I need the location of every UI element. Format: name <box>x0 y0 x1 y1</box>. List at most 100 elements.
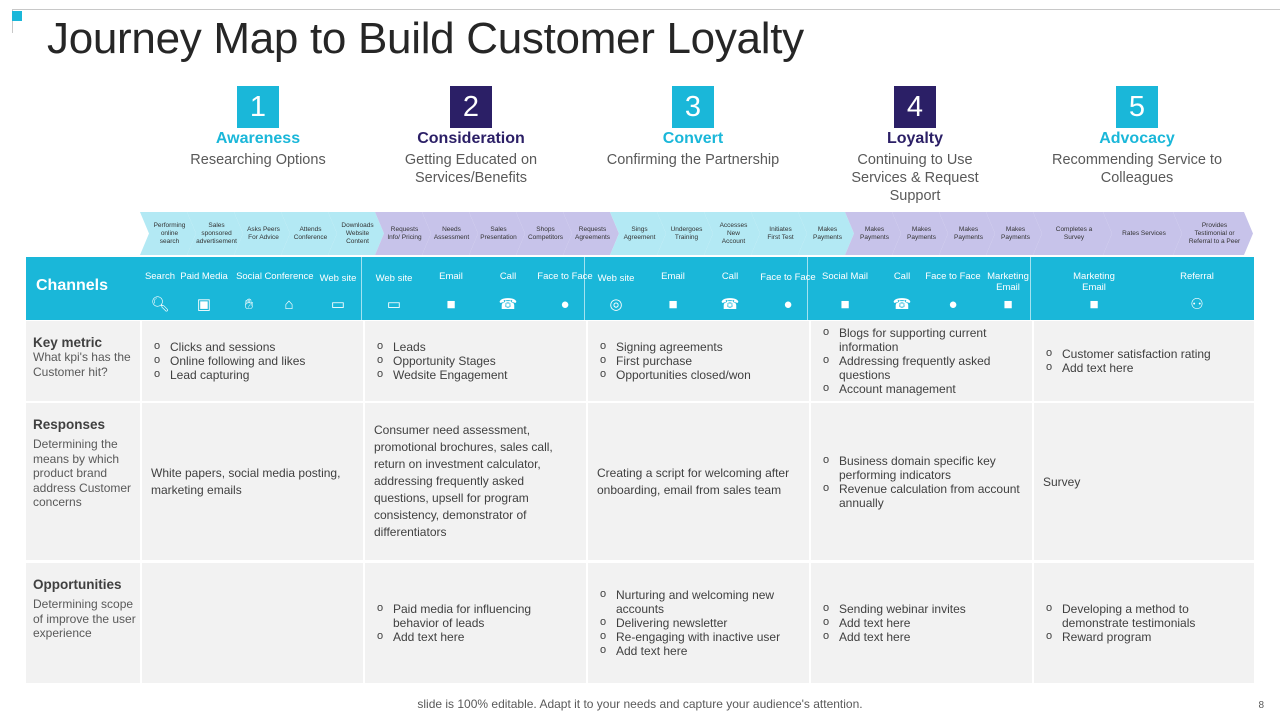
channel-label: Marketing Email <box>987 271 1029 293</box>
step-arrow: Requests Info/ Pricing <box>375 212 431 255</box>
responses-cell-awareness: White papers, social media posting, mark… <box>140 403 363 560</box>
step-arrow: Rates Services <box>1103 212 1182 255</box>
responses-cell-consideration: Consumer need assessment, promotional br… <box>363 403 586 560</box>
channel-label: Social Mail <box>822 271 868 282</box>
opportunities-cell-loyalty: Sending webinar invites Add text here Ad… <box>809 563 1032 683</box>
step-arrow: Makes Payments <box>892 212 948 255</box>
responses-cell-loyalty: Business domain specific key performing … <box>809 403 1032 560</box>
step-arrow: Makes Payments <box>845 212 901 255</box>
web-icon: ◎ <box>609 296 623 313</box>
list-item: Opportunity Stages <box>374 353 577 368</box>
row-header: Key metric What kpi's has the Customer h… <box>26 321 140 379</box>
list-item: Leads <box>374 339 577 354</box>
step-arrow: Downloads Website Content <box>328 212 384 255</box>
list-item: Add text here <box>374 629 577 644</box>
responses-cell-convert: Creating a script for welcoming after on… <box>586 403 809 560</box>
opportunities-cell-consideration: Paid media for influencing behavior of l… <box>363 563 586 683</box>
row-responses: Responses Determining the means by which… <box>26 403 1254 560</box>
email-icon: ■ <box>1003 296 1013 313</box>
stage-name: Awareness <box>215 130 301 147</box>
list-item: Account management <box>820 381 1023 396</box>
stage-description: Researching Options <box>190 152 326 168</box>
social-icon: ✋︎ <box>244 296 254 313</box>
stage-loyalty: 4 Loyalty Continuing to Use Services & R… <box>804 86 1026 205</box>
list-item: Customer satisfaction rating <box>1043 346 1245 361</box>
row-header: Opportunities Determining scope of impro… <box>26 563 140 641</box>
list-item: Add text here <box>820 629 1023 644</box>
stage-description: Getting Educated on Services/Benefits <box>404 152 538 186</box>
step-arrow: Asks Peers For Advice <box>234 212 290 255</box>
list-item: Online following and likes <box>151 353 354 368</box>
channel-label: Social <box>236 271 262 282</box>
step-arrow: Makes Payments <box>986 212 1042 255</box>
channel-label: Call <box>721 271 739 282</box>
list-item: Add text here <box>597 643 800 658</box>
stage-name: Consideration <box>417 130 525 147</box>
step-arrow: Sales Presentation <box>469 212 525 255</box>
page-number: 8 <box>1258 700 1264 711</box>
stage-advocacy: 5 Advocacy Recommending Service to Colle… <box>1026 86 1248 187</box>
channel-label: Face to Face <box>537 271 593 282</box>
channel-label: Call <box>893 271 911 282</box>
phone-icon: ☎ <box>720 296 740 313</box>
step-arrow: Provides Testimonial or Referral to a Pe… <box>1173 212 1253 255</box>
footer-note: slide is 100% editable. Adapt it to your… <box>417 697 863 711</box>
responses-cell-advocacy: Survey <box>1032 403 1254 560</box>
step-arrow: Shops Competitors <box>516 212 572 255</box>
list-item: Delivering newsletter <box>597 615 800 630</box>
stage-number: 5 <box>1116 86 1158 128</box>
email-icon: ■ <box>840 296 850 313</box>
stage-consideration: 2 Consideration Getting Educated on Serv… <box>360 86 582 187</box>
conference-icon: ⌂ <box>284 296 294 313</box>
divider <box>361 257 362 320</box>
accent-square <box>12 11 22 21</box>
channels-band: Channels Search 🔍︎ Paid Media ▣ Social ✋… <box>26 257 1254 320</box>
people-icon: ⚇ <box>1190 296 1204 313</box>
search-icon: 🔍︎ <box>150 296 170 313</box>
top-rule <box>12 9 1280 10</box>
channel-label: Face to Face <box>760 272 816 283</box>
stage-description: Continuing to Use Services & Request Sup… <box>851 152 979 204</box>
step-arrow: Requests Agreements <box>563 212 619 255</box>
list-item: Add text here <box>1043 360 1245 375</box>
metric-cell-awareness: Clicks and sessions Online following and… <box>140 321 363 401</box>
media-icon: ▣ <box>196 296 212 313</box>
channel-label: Marketing Email <box>1073 271 1115 293</box>
opportunities-cell-awareness <box>140 563 363 683</box>
chat-icon: ● <box>560 296 570 313</box>
step-arrow: Completes a Survey <box>1033 212 1112 255</box>
list-item: Add text here <box>820 615 1023 630</box>
chat-icon: ● <box>783 296 793 313</box>
monitor-icon: ▭ <box>330 296 346 313</box>
step-arrow: Makes Payments <box>798 212 854 255</box>
list-item: Wedsite Engagement <box>374 367 577 382</box>
row-subtitle: Determining the means by which product b… <box>33 437 132 509</box>
stage-number: 4 <box>894 86 936 128</box>
list-item: Lead capturing <box>151 367 354 382</box>
opportunities-cell-convert: Nurturing and welcoming new accounts Del… <box>586 563 809 683</box>
chat-icon: ● <box>948 296 958 313</box>
step-arrow: Undergoes Training <box>657 212 713 255</box>
row-subtitle: What kpi's has the Customer hit? <box>33 350 131 379</box>
stage-name: Convert <box>662 130 724 147</box>
step-arrow: Makes Payments <box>939 212 995 255</box>
metric-cell-advocacy: Customer satisfaction rating Add text he… <box>1032 321 1254 401</box>
metric-cell-consideration: Leads Opportunity Stages Wedsite Engagem… <box>363 321 586 401</box>
email-icon: ■ <box>668 296 678 313</box>
stage-description: Recommending Service to Colleagues <box>1051 152 1223 186</box>
monitor-icon: ▭ <box>386 296 402 313</box>
email-icon: ■ <box>446 296 456 313</box>
list-item: Developing a method to demonstrate testi… <box>1043 601 1245 630</box>
channel-label: Face to Face <box>925 271 981 282</box>
step-arrow: Sings Agreement <box>610 212 666 255</box>
list-item: Paid media for influencing behavior of l… <box>374 601 577 630</box>
stage-name: Loyalty <box>886 130 943 147</box>
channels-title: Channels <box>36 277 109 294</box>
row-title: Responses <box>33 417 106 432</box>
divider <box>584 257 585 320</box>
step-arrow: Performing online search <box>140 212 196 255</box>
divider <box>1030 257 1031 320</box>
step-arrow: Accesses New Account <box>704 212 760 255</box>
stage-number: 3 <box>672 86 714 128</box>
row-title: Opportunities <box>33 577 122 592</box>
